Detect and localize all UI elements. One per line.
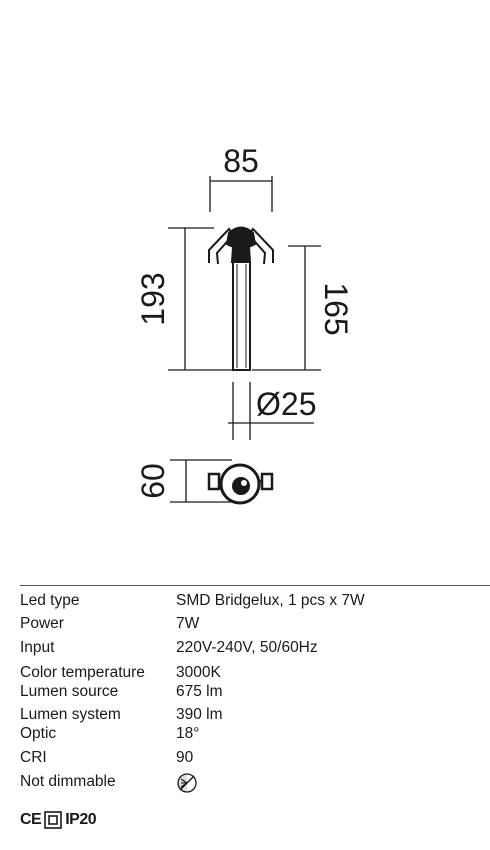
ce-mark: CE [20,811,42,828]
spec-label: Power [20,615,64,632]
dim-width-label: 85 [223,143,259,179]
certification-row: CE IP20 [20,808,97,832]
dim-cutout-label: 60 [135,463,171,499]
specs-divider [20,585,490,586]
technical-drawing: 85 193 165 Ø25 60 [135,143,354,505]
spec-label: CRI [20,749,47,766]
dim-diameter-label: Ø25 [256,386,316,422]
spec-value: 220V-240V, 50/60Hz [176,639,318,656]
spec-label: Lumen system [20,706,121,723]
spec-label: Not dimmable [20,773,116,790]
dim-total-height-label: 193 [135,272,171,325]
spec-value: 90 [176,749,194,766]
lamp-top-view [207,463,274,505]
spec-label: Color temperature [20,664,145,681]
spec-value: 675 lm [176,683,223,700]
spec-label: Input [20,639,55,656]
spec-value: 390 lm [176,706,223,723]
class-ii-double-square-icon [44,811,63,829]
spec-label: Optic [20,725,57,742]
not-dimmable-icon [176,772,198,801]
dim-visible-height-label: 165 [318,282,354,335]
lamp-side-view [208,226,274,371]
spec-value: 7W [176,615,200,632]
spec-value: SMD Bridgelux, 1 pcs x 7W [176,592,365,609]
ip-rating: IP20 [65,811,97,828]
spec-value: 18° [176,725,200,742]
spec-label: Led type [20,592,80,609]
spec-value: 3000K [176,664,221,681]
spec-label: Lumen source [20,683,119,700]
